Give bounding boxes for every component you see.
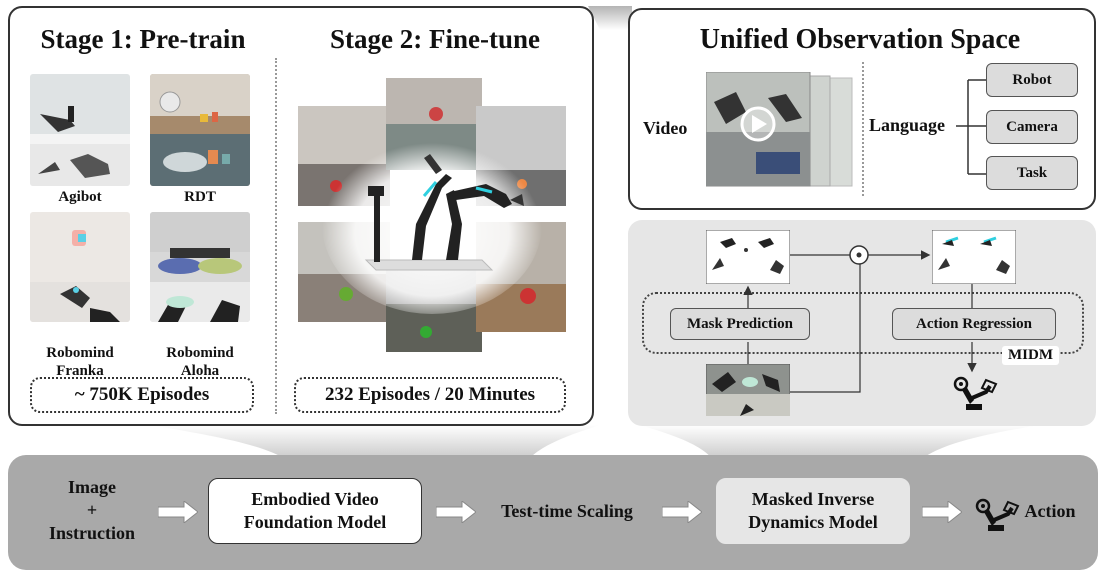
pipeline-arrow-2 — [436, 501, 476, 523]
midm-connectors — [743, 245, 977, 393]
robomind-franka-image — [30, 212, 130, 322]
video-frames-image — [706, 72, 853, 187]
midm-badge: MIDM — [1002, 346, 1059, 365]
rdt-label: RDT — [184, 189, 216, 205]
masked-inverse-dynamics-model: Masked Inverse Dynamics Model — [716, 478, 910, 544]
inverse-line2: Dynamics Model — [748, 512, 878, 532]
finetune-title: Stage 2: Fine-tune — [330, 24, 540, 54]
pretrain-title: Stage 1: Pre-train — [40, 24, 246, 54]
finetune-collage-image — [298, 78, 566, 352]
robot-tag: Robot — [986, 63, 1078, 97]
robot-arm-icon — [953, 376, 998, 410]
mask-frame-right — [932, 230, 1016, 284]
foundation-line1: Embodied Video — [251, 489, 379, 509]
camera-tag: Camera — [986, 110, 1078, 144]
pretrain-episodes-badge: ~ 750K Episodes — [30, 377, 254, 413]
robomind-franka-label: Robomind Franka — [25, 326, 135, 380]
task-tag: Task — [986, 156, 1078, 190]
action-robot-icon — [975, 498, 1020, 531]
input-plus-text: + — [86, 500, 98, 520]
stage-divider — [275, 58, 277, 414]
robomind-aloha-label-text: Robomind Aloha — [166, 345, 234, 379]
embodied-video-foundation-model: Embodied Video Foundation Model — [208, 478, 422, 544]
robomind-aloha-image — [150, 212, 250, 322]
agibot-dataset-image — [30, 74, 130, 186]
robomind-aloha-label: Robomind Aloha — [145, 326, 255, 380]
input-frame-image — [706, 364, 790, 416]
mask-prediction-box: Mask Prediction — [670, 308, 810, 340]
pipeline-arrow-1 — [158, 501, 198, 523]
pipeline-arrow-3 — [662, 501, 702, 523]
input-image-instruction: Image + Instruction — [30, 476, 154, 545]
language-label: Language — [869, 115, 946, 135]
language-bracket-lines — [956, 79, 988, 175]
input-instruction-text: Instruction — [48, 523, 135, 543]
observation-divider — [862, 62, 864, 196]
input-image-text: Image — [68, 477, 116, 497]
robomind-franka-label-text: Robomind Franka — [46, 345, 114, 379]
mask-frame-left — [706, 230, 790, 284]
observation-title: Unified Observation Space — [699, 24, 1021, 55]
foundation-line2: Foundation Model — [243, 512, 387, 532]
action-regression-box: Action Regression — [892, 308, 1056, 340]
agibot-label: Agibot — [58, 189, 102, 205]
pipeline-arrow-4 — [922, 501, 962, 523]
action-label: Action — [1024, 501, 1076, 521]
finetune-episodes-badge: 232 Episodes / 20 Minutes — [294, 377, 566, 413]
midm-dotted-container — [642, 292, 1084, 354]
video-label: Video — [643, 118, 688, 138]
test-time-scaling-label: Test-time Scaling — [501, 501, 633, 521]
inverse-line1: Masked Inverse — [751, 489, 875, 509]
rdt-dataset-image — [150, 74, 250, 186]
